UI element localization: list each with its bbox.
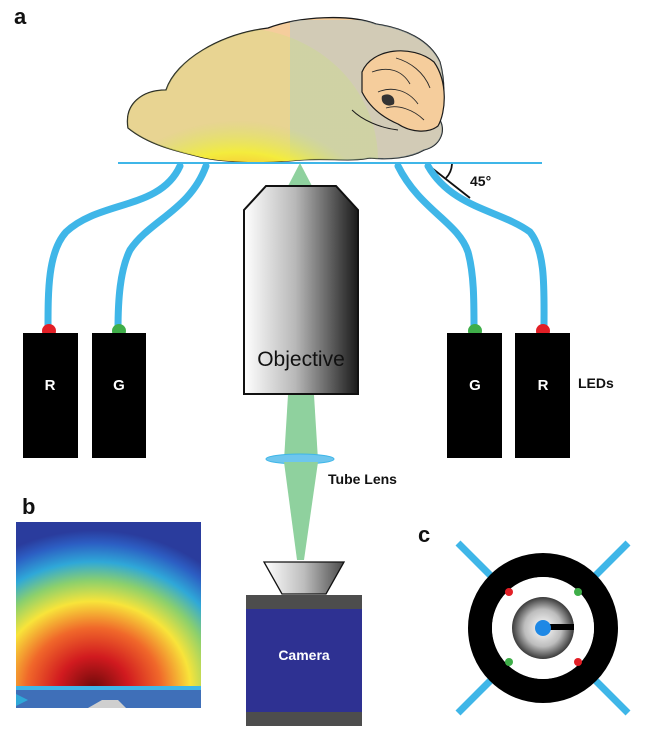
led-letter: G (113, 377, 125, 394)
camera-top-plate (246, 595, 362, 609)
leds-label: LEDs (578, 375, 614, 391)
led-body (92, 333, 146, 458)
angle-label: 45° (470, 173, 491, 189)
objective-marker (546, 624, 574, 630)
camera-label: Camera (278, 647, 330, 663)
led-body (515, 333, 570, 458)
camera-body (246, 609, 362, 712)
fiber-red-left (44, 162, 184, 334)
tube-lens-label: Tube Lens (328, 471, 397, 487)
optical-fibers (44, 162, 548, 334)
light-beam (284, 395, 318, 460)
panel-c-label: c (418, 522, 430, 547)
led-body (23, 333, 78, 458)
ring-light-top-view (455, 540, 631, 716)
led-r-left: R (23, 324, 78, 458)
led-letter: G (469, 377, 481, 394)
panel-b-label: b (22, 494, 35, 519)
focused-beam (284, 462, 318, 560)
objective-lens: Objective (243, 185, 359, 395)
led-g-left: G (92, 324, 146, 458)
led-dot-green (574, 588, 582, 596)
led-dot-red (574, 658, 582, 666)
fiber-red-right (424, 162, 548, 334)
fiber-green-right (394, 162, 478, 334)
camera-bottom-plate (246, 712, 362, 726)
fiber-green-left (114, 162, 210, 334)
led-r-right: R (515, 324, 570, 458)
led-g-right: G (447, 324, 502, 458)
led-body (447, 333, 502, 458)
center-beam (535, 620, 551, 636)
illumination-cone (288, 163, 312, 186)
ring-holder (468, 553, 618, 703)
panel-a-label: a (14, 4, 27, 29)
camera-adapter (262, 561, 346, 595)
objective-label: Objective (257, 348, 345, 371)
heatmap-image (16, 522, 201, 708)
led-dot-red (505, 588, 513, 596)
led-letter: R (45, 377, 56, 394)
brain-illustration (126, 16, 445, 163)
led-dot-green (505, 658, 513, 666)
led-letter: R (538, 377, 549, 394)
camera: Camera (246, 561, 362, 726)
